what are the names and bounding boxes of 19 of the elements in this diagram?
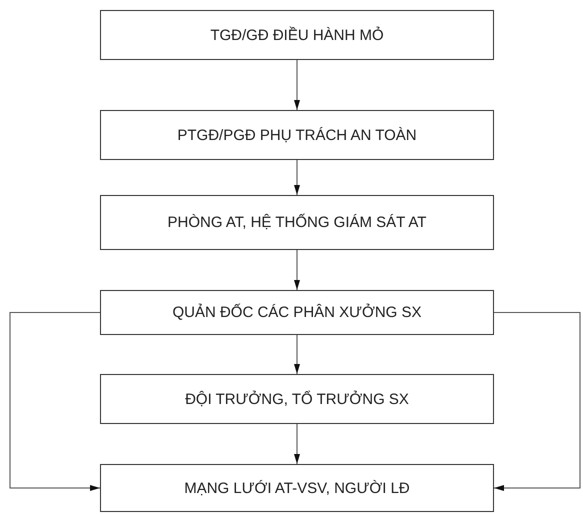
process-box bbox=[100, 464, 494, 512]
arrow bbox=[494, 312, 580, 491]
process-box bbox=[100, 110, 494, 160]
arrow bbox=[294, 60, 300, 110]
process-box bbox=[100, 10, 494, 60]
arrow bbox=[294, 424, 300, 464]
box-label: PHÒNG AT, HỆ THỐNG GIÁM SÁT AT bbox=[168, 214, 426, 231]
box-label: PTGĐ/PGĐ PHỤ TRÁCH AN TOÀN bbox=[177, 126, 417, 144]
arrow bbox=[10, 312, 100, 491]
arrow bbox=[294, 160, 300, 196]
box-label: TGĐ/GĐ ĐIỀU HÀNH MỎ bbox=[210, 26, 384, 44]
arrow bbox=[294, 250, 300, 290]
process-box bbox=[100, 374, 494, 424]
arrow bbox=[294, 334, 300, 374]
process-box bbox=[100, 195, 494, 250]
box-label: ĐỘI TRƯỞNG, TỔ TRƯỞNG SX bbox=[185, 390, 409, 408]
process-box bbox=[100, 290, 494, 335]
box-label: QUẢN ĐỐC CÁC PHÂN XƯỞNG SX bbox=[172, 304, 422, 321]
box-label: MẠNG LƯỚI AT-VSV, NGƯỜI LĐ bbox=[184, 480, 410, 496]
